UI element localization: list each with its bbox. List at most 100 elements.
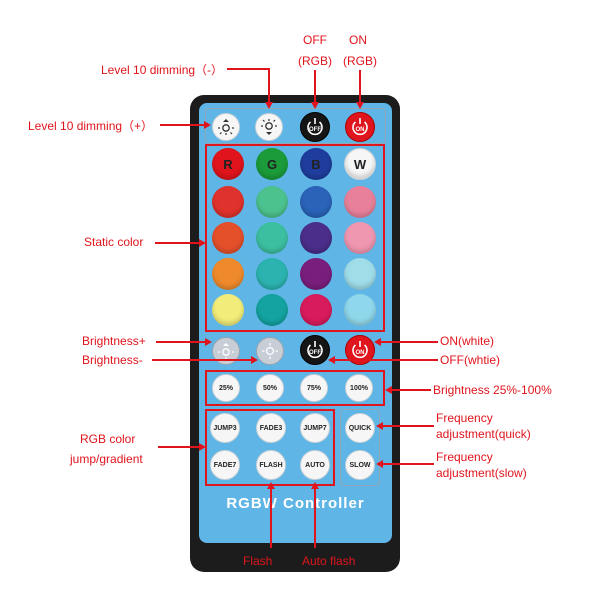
color-button-r4-c1[interactable] [212, 294, 244, 326]
brightness-100-button[interactable]: 100% [345, 374, 373, 402]
brightness-50-label: 50% [262, 384, 277, 392]
brightness-levels-label: Brightness 25%-100% [433, 383, 552, 397]
off-white-text: OFF [309, 350, 321, 356]
color-button-r1-c1[interactable] [212, 186, 244, 218]
off-rgb-arrow [311, 102, 319, 109]
on-white-arrow [374, 338, 381, 346]
sun-down-icon [260, 118, 278, 136]
color-button-r2-c4[interactable] [344, 222, 376, 254]
flash-button[interactable]: FLASH [256, 450, 286, 480]
white-letter: W [353, 156, 367, 172]
jump3-label: JUMP3 [213, 424, 237, 432]
off-rgb-button[interactable]: OFF [300, 112, 330, 142]
fade7-button[interactable]: FADE7 [210, 450, 240, 480]
auto-button[interactable]: AUTO [300, 450, 330, 480]
color-button-r1-c2[interactable] [256, 186, 288, 218]
red-button[interactable]: R [212, 148, 244, 180]
red-letter: R [223, 156, 233, 172]
slow-label: SLOW [349, 461, 371, 469]
sun-icon [261, 342, 279, 360]
power-icon [304, 339, 326, 361]
off-rgb-label-2: (RGB) [298, 54, 332, 68]
brightness-minus-arrow [251, 356, 258, 364]
color-button-r1-c3[interactable] [300, 186, 332, 218]
blue-letter: B [311, 156, 321, 172]
fade7-label: FADE7 [213, 461, 237, 469]
freq-slow-arrow [376, 460, 383, 468]
jump3-button[interactable]: JUMP3 [210, 413, 240, 443]
slow-button[interactable]: SLOW [345, 450, 375, 480]
dim-minus-button[interactable] [255, 113, 283, 141]
sun-up-icon [217, 118, 235, 136]
color-button-r2-c3[interactable] [300, 222, 332, 254]
power-icon [304, 116, 326, 138]
color-button-r2-c1[interactable] [212, 222, 244, 254]
brightness-75-button[interactable]: 75% [300, 374, 328, 402]
color-button-r4-c2[interactable] [256, 294, 288, 326]
brightness-levels-arrow [385, 386, 392, 394]
color-button-r4-c3[interactable] [300, 294, 332, 326]
auto-label: AUTO [305, 461, 325, 469]
rgb-jump-leader [158, 446, 200, 448]
jump7-label: JUMP7 [303, 424, 327, 432]
flash-bottom-label: Flash [243, 554, 273, 568]
level-minus-leader-v [268, 68, 270, 104]
freq-quick-leader [382, 425, 434, 427]
jump7-button[interactable]: JUMP7 [300, 413, 330, 443]
quick-button[interactable]: QUICK [345, 413, 375, 443]
brightness-plus-label: Brightness+ [82, 334, 146, 348]
sun-up-icon [217, 342, 235, 360]
brightness-minus-button[interactable] [256, 337, 284, 365]
flash-label: FLASH [259, 461, 283, 469]
on-rgb-text: ON [355, 127, 365, 133]
green-letter: G [266, 156, 278, 172]
brightness-levels-box [205, 370, 385, 406]
color-button-r3-c4[interactable] [344, 258, 376, 290]
color-button-r3-c3[interactable] [300, 258, 332, 290]
dim-plus-button[interactable] [212, 113, 240, 141]
off-white-label: OFF(whtie) [440, 353, 500, 367]
static-color-leader [155, 242, 200, 244]
color-button-r1-c4[interactable] [344, 186, 376, 218]
brightness-minus-leader [152, 359, 252, 361]
rgb-jump-label-2: jump/gradient [70, 452, 143, 466]
brightness-50-button[interactable]: 50% [256, 374, 284, 402]
freq-slow-label-2: adjustment(slow) [436, 466, 527, 480]
brightness-75-label: 75% [306, 384, 321, 392]
remote-brand: RGBW Controller [226, 495, 365, 512]
off-white-arrow [328, 356, 335, 364]
brightness-100-label: 100% [350, 384, 368, 392]
brightness-plus-arrow [205, 338, 212, 346]
on-rgb-leader [359, 70, 361, 104]
on-white-text: ON [355, 350, 365, 356]
level-minus-arrow [265, 102, 273, 109]
green-button[interactable]: G [256, 148, 288, 180]
on-rgb-button[interactable]: ON [345, 112, 375, 142]
freq-slow-leader [382, 463, 434, 465]
off-white-leader [334, 359, 438, 361]
color-button-r2-c2[interactable] [256, 222, 288, 254]
fade3-button[interactable]: FADE3 [256, 413, 286, 443]
color-button-r3-c2[interactable] [256, 258, 288, 290]
off-rgb-label-1: OFF [303, 33, 327, 47]
off-rgb-text: OFF [309, 127, 321, 133]
freq-slow-label-1: Frequency [436, 450, 493, 464]
brightness-25-button[interactable]: 25% [212, 374, 240, 402]
speed-panel [340, 409, 380, 486]
white-button[interactable]: W [344, 148, 376, 180]
brightness-25-label: 25% [218, 384, 233, 392]
power-icon [349, 116, 371, 138]
brightness-minus-label: Brightness- [82, 353, 143, 367]
static-color-arrow [199, 239, 206, 247]
on-rgb-label-2: (RGB) [343, 54, 377, 68]
freq-quick-arrow [376, 422, 383, 430]
rgb-jump-arrow [199, 443, 206, 451]
on-white-leader [380, 341, 438, 343]
blue-button[interactable]: B [300, 148, 332, 180]
off-white-button[interactable]: OFF [300, 335, 330, 365]
color-button-r3-c1[interactable] [212, 258, 244, 290]
power-icon [349, 339, 371, 361]
flash-leader [270, 488, 272, 548]
flash-arrow [267, 482, 275, 489]
color-button-r4-c4[interactable] [344, 294, 376, 326]
